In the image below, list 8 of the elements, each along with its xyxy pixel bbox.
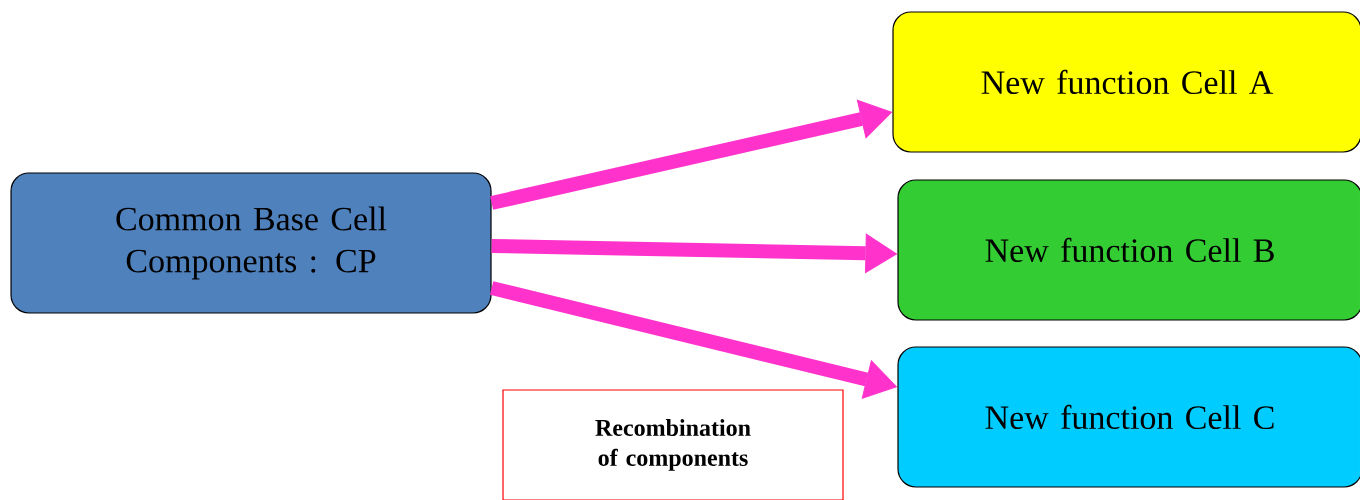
- process-box: New function Cell C: [897, 346, 1360, 488]
- process-box: Common Base Cell Components : CP: [10, 172, 492, 314]
- block-arrow: [491, 233, 897, 274]
- block-arrow: [490, 99, 892, 210]
- process-box: New function Cell B: [897, 179, 1360, 321]
- block-arrow: [489, 281, 897, 399]
- note-box: Recombination of components: [502, 389, 844, 500]
- process-box: New function Cell A: [892, 11, 1360, 153]
